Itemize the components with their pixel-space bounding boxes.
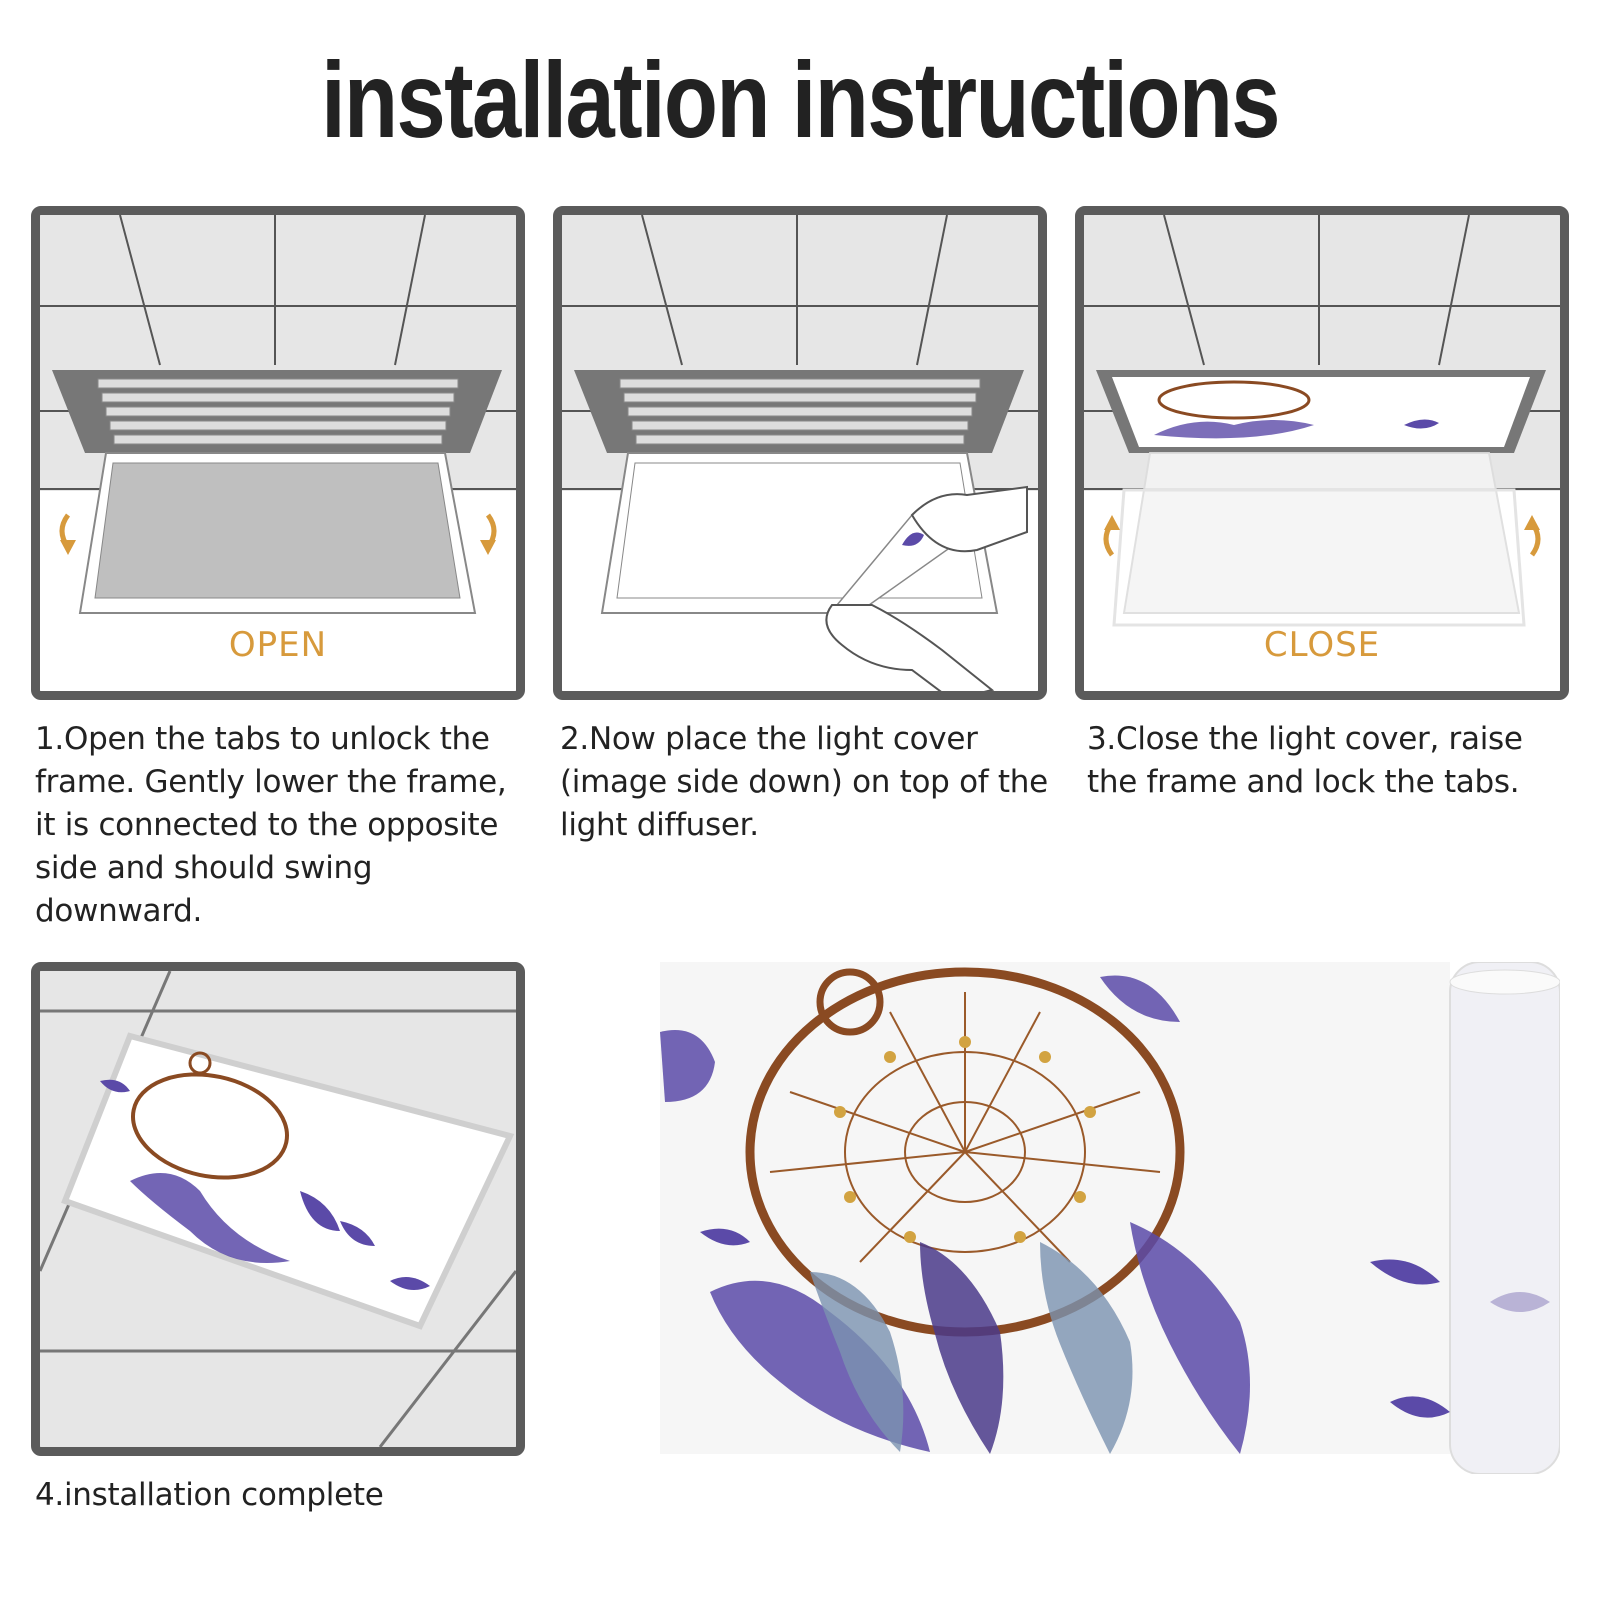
step-3-illustration bbox=[1084, 215, 1560, 691]
open-label: OPEN bbox=[228, 625, 328, 665]
step-1-panel: OPEN bbox=[31, 206, 525, 700]
step-2-illustration bbox=[562, 215, 1038, 691]
step-2-panel bbox=[553, 206, 1047, 700]
page-title: installation instructions bbox=[321, 39, 1281, 160]
step-4-caption: 4.installation complete bbox=[35, 1477, 384, 1513]
close-label: CLOSE bbox=[1263, 625, 1381, 665]
step-4-panel bbox=[31, 962, 525, 1456]
light-cover-print bbox=[660, 961, 1561, 1475]
step-1-caption: 1.Open the tabs to unlock the frame. Gen… bbox=[35, 721, 507, 929]
hand-icon bbox=[825, 485, 1028, 691]
dreamcatcher-image bbox=[100, 1051, 430, 1290]
step-3-panel: CLOSE bbox=[1075, 206, 1569, 700]
step-3-caption: 3.Close the light cover, raise the frame… bbox=[1087, 721, 1523, 800]
dreamcatcher-print-image bbox=[660, 961, 1561, 1475]
step-1-illustration bbox=[40, 215, 516, 691]
step-4-illustration bbox=[40, 971, 516, 1447]
step-2-caption: 2.Now place the light cover (image side … bbox=[560, 721, 1048, 843]
